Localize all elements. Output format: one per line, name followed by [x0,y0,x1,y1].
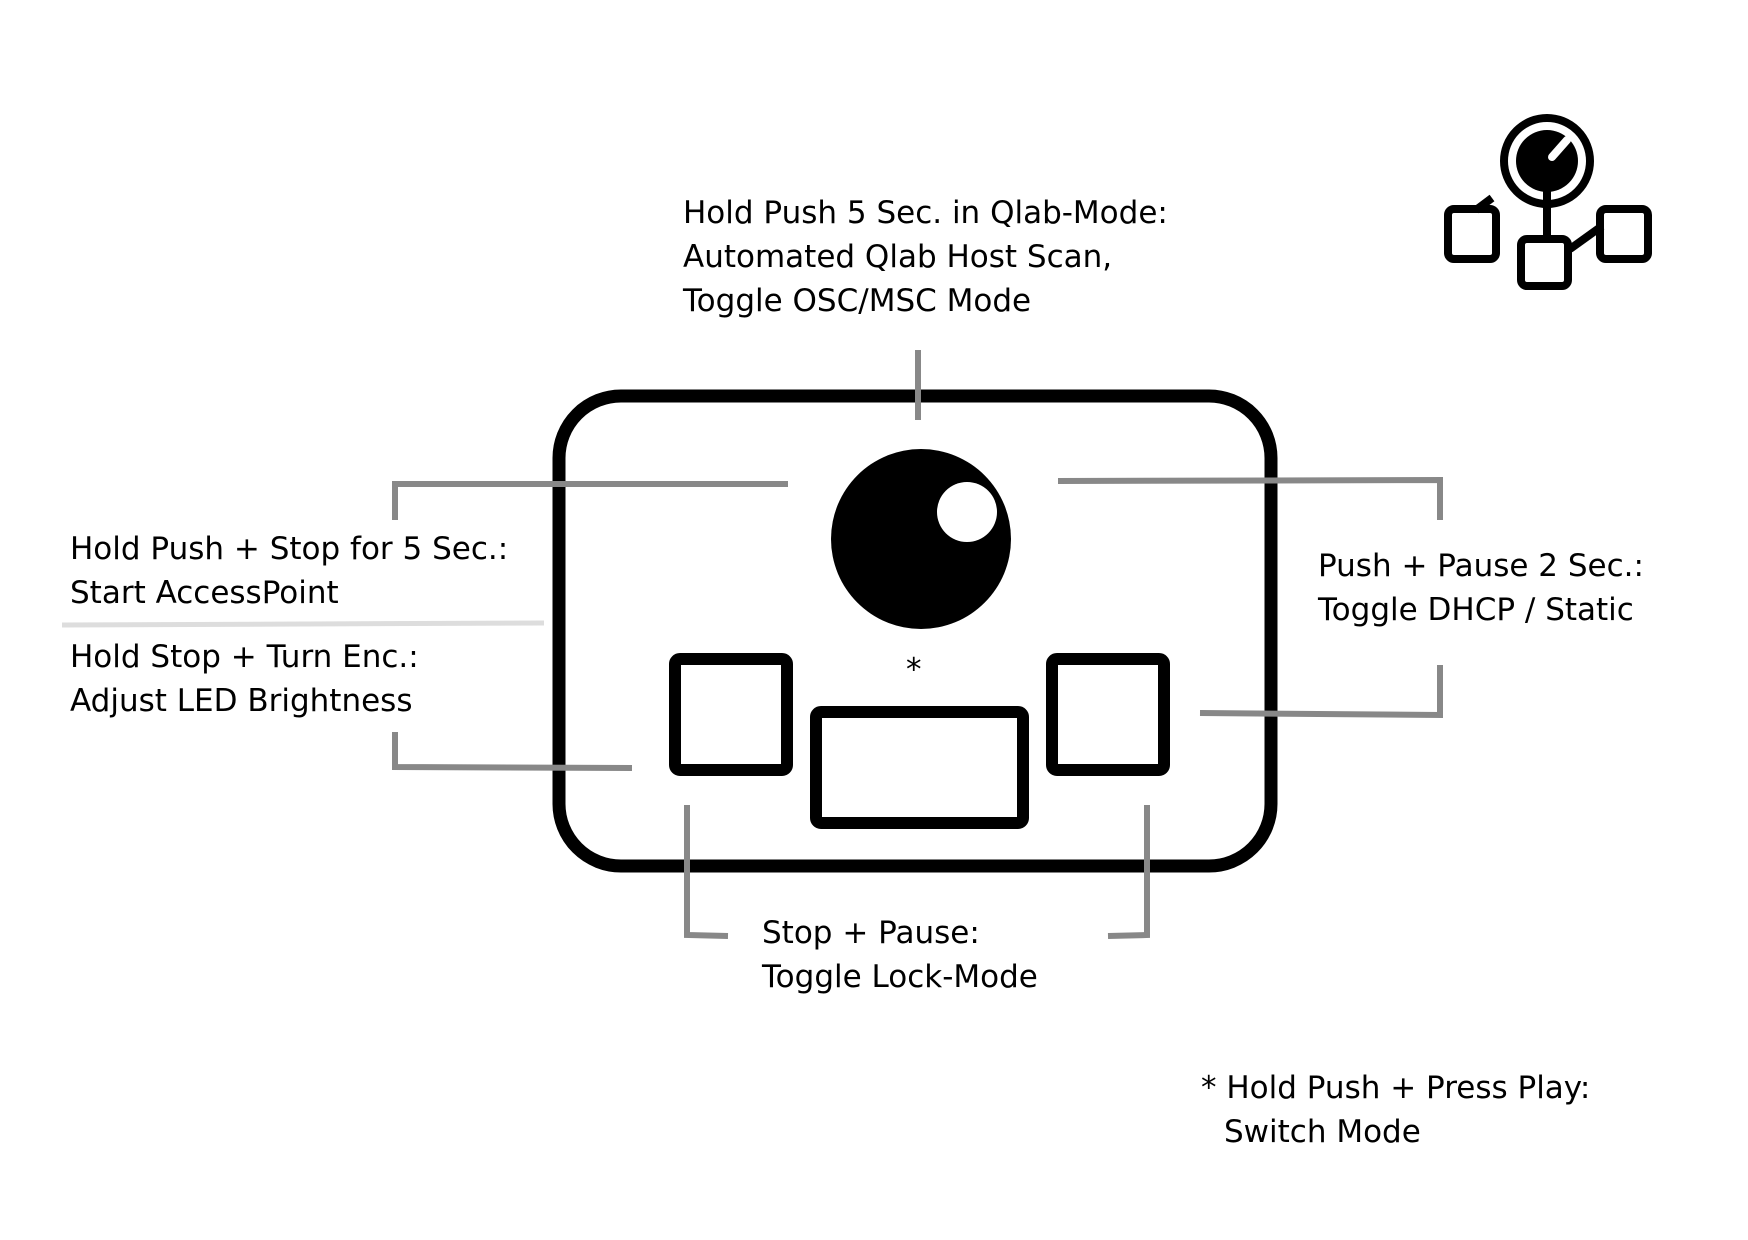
label-dhcp-static: Push + Pause 2 Sec.: Toggle DHCP / Stati… [1318,548,1644,628]
play-button-asterisk: * [906,652,922,688]
callout-line-left-a [392,481,788,520]
callout-line-bottom-left [684,805,729,939]
callout-line-right-a [1057,476,1443,520]
callout-line-bottom-right [1107,805,1150,939]
network-knob-logo-icon [1444,114,1652,290]
label-encoder-push: Hold Push 5 Sec. in Qlab-Mode: Automated… [683,195,1168,319]
label-access-point: Hold Push + Stop for 5 Sec.: Start Acces… [70,531,509,611]
play-button [810,706,1029,829]
label-lock-mode: Stop + Pause: Toggle Lock-Mode [762,915,1038,995]
pause-button [1046,653,1170,776]
footnote-switch-mode: * Hold Push + Press Play: Switch Mode [1201,1070,1591,1150]
callout-line-right-b [1199,665,1443,719]
encoder-knob-icon [831,449,1011,629]
left-labels-divider [61,620,545,628]
stop-button [669,653,793,776]
label-led-brightness: Hold Stop + Turn Enc.: Adjust LED Bright… [70,639,419,719]
callout-line-left-b [392,732,633,771]
